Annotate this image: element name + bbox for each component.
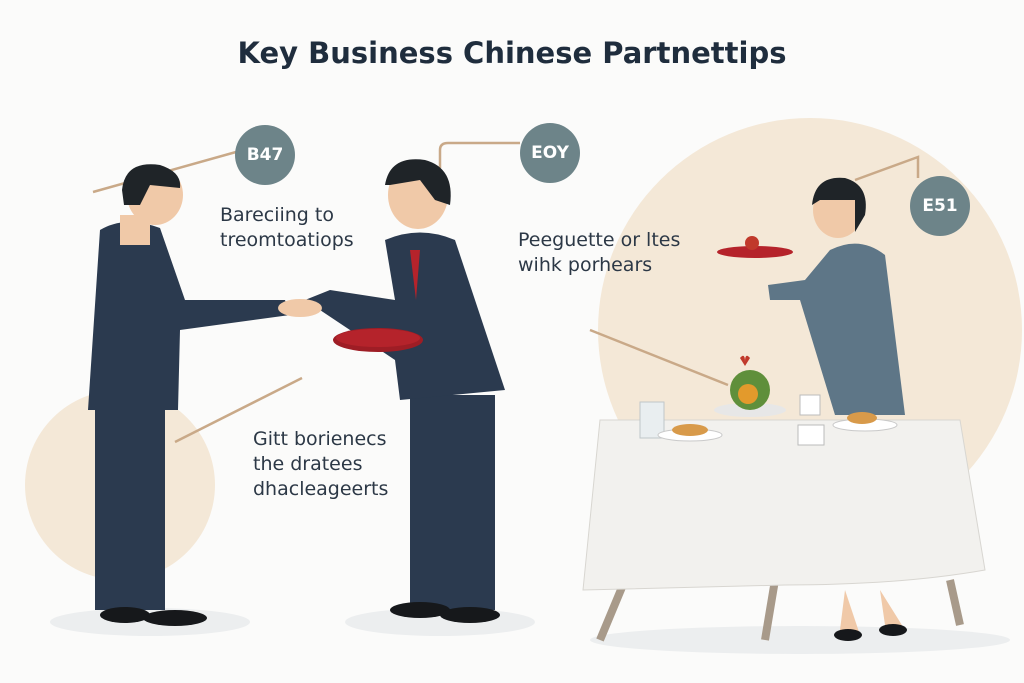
note-greeting: Bareciing to treomtoatiops: [220, 203, 354, 253]
note-line: Peeguette or ltes: [518, 229, 681, 251]
ground-shadow: [590, 626, 1010, 654]
connector-lines: [92, 141, 920, 444]
dining-table: [582, 355, 986, 642]
businessman-center: [278, 159, 505, 623]
note-line: wihk porhears: [518, 254, 653, 276]
note-line: the dratees: [253, 453, 363, 475]
note-etiquette: Peeguette or ltes wihk porhears: [518, 228, 680, 278]
waitress: [717, 177, 907, 641]
badge-eoy: EOY: [520, 123, 580, 183]
businessman-left: [88, 164, 290, 626]
page-title: Key Business Chinese Partnettips: [237, 36, 787, 70]
note-line: treomtoatiops: [220, 229, 354, 251]
badge-b47: B47: [235, 125, 295, 185]
badge-e51: E51: [910, 176, 970, 236]
note-line: dhacleageerts: [253, 478, 389, 500]
note-line: Bareciing to: [220, 204, 334, 226]
note-gift: Gitt borienecs the dratees dhacleageerts: [253, 427, 388, 502]
note-line: Gitt borienecs: [253, 428, 387, 450]
